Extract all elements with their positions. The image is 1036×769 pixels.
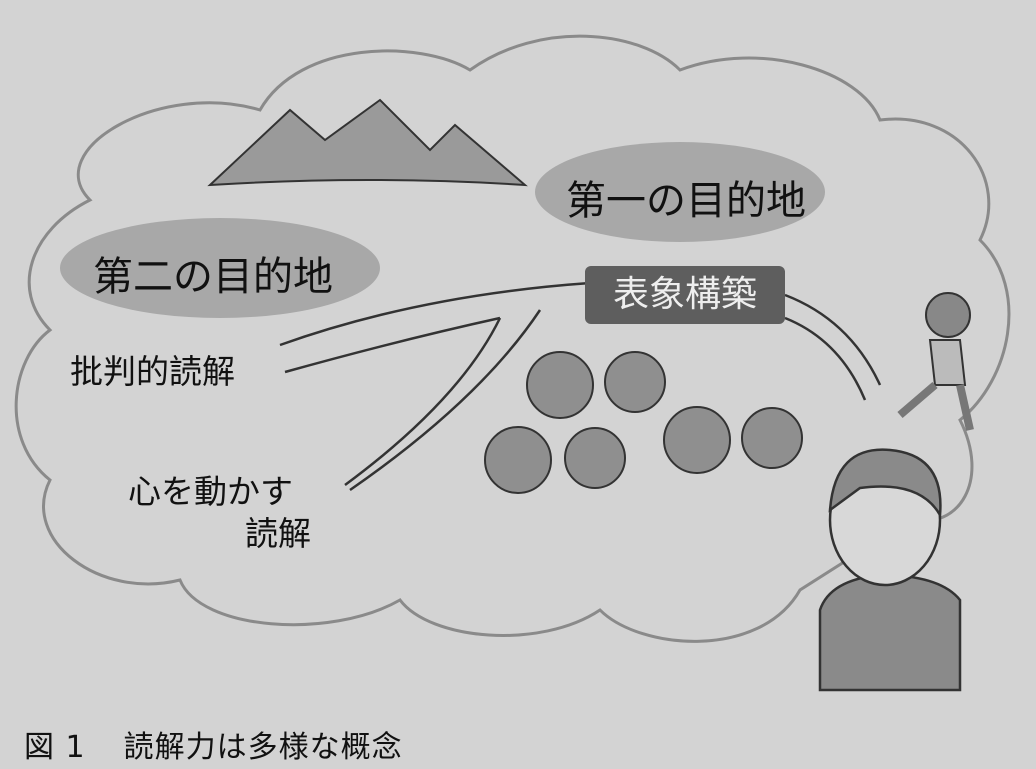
second-destination-label: 第二の目的地 bbox=[93, 254, 333, 300]
second-destination-bubble bbox=[60, 218, 380, 318]
first-destination-bubble bbox=[535, 142, 825, 242]
trees bbox=[484, 351, 803, 494]
caption-text: 読解力は多様な概念 bbox=[123, 730, 403, 765]
mountains bbox=[207, 98, 528, 187]
roads bbox=[279, 281, 882, 492]
representation-construction-label: 表象構築 bbox=[585, 266, 785, 324]
first-destination-label: 第一の目的地 bbox=[566, 178, 806, 224]
thinking-person bbox=[818, 448, 962, 692]
walking-person bbox=[897, 292, 974, 431]
emotional-reading-label-line1: 心を動かす bbox=[128, 472, 293, 511]
figure-caption: 図 1 読解力は多様な概念 bbox=[24, 722, 403, 766]
emotional-reading-label-line2: 読解 bbox=[245, 514, 311, 553]
critical-reading-label: 批判的読解 bbox=[70, 352, 235, 391]
caption-number: 図 1 bbox=[24, 730, 86, 765]
